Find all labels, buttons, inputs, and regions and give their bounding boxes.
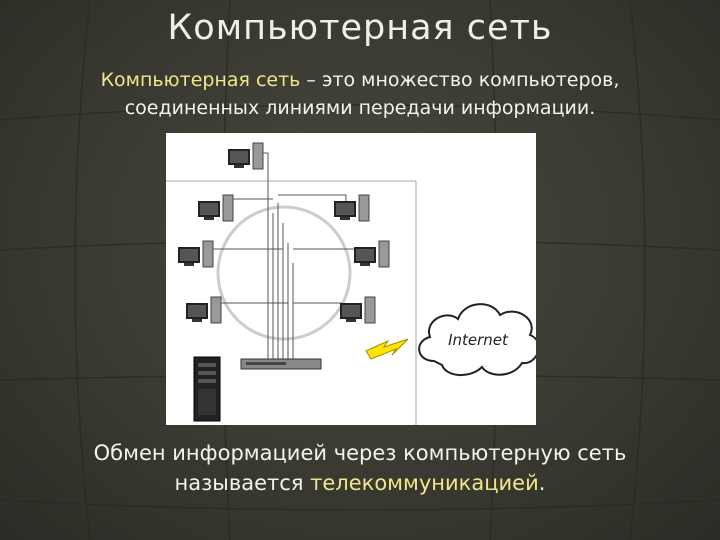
computer-icon (198, 194, 234, 222)
computer-icon (178, 240, 214, 268)
network-diagram-svg: Internet (166, 142, 540, 425)
definition-term: Компьютерная сеть (100, 69, 301, 91)
cloud-icon: Internet (418, 303, 540, 376)
definition-rest: – это множество компьютеров, (300, 69, 620, 91)
network-ring (216, 205, 352, 341)
page-title: Компьютерная сеть (167, 8, 553, 48)
computer-icon (354, 240, 390, 268)
footer-text: Обмен информацией через компьютерную сет… (20, 438, 700, 498)
definition-text: Компьютерная сеть – это множество компью… (20, 66, 700, 122)
cable-lines (205, 152, 367, 361)
computer-icons (178, 142, 390, 324)
computer-icon (186, 296, 222, 324)
computer-icon (334, 194, 370, 222)
footer-line1: Обмен информацией через компьютерную сет… (93, 441, 627, 465)
cloud-label: Internet (448, 331, 509, 349)
footer-prefix: называется (174, 471, 311, 495)
server-icon (193, 356, 221, 422)
computer-icon (340, 296, 376, 324)
definition-line2: соединенных линиями передачи информации. (124, 97, 596, 119)
computer-icon (228, 142, 264, 170)
switch-icon (240, 358, 322, 370)
footer-suffix: . (538, 471, 546, 495)
network-diagram: Internet (166, 133, 540, 425)
lightning-icon (365, 338, 409, 360)
footer-highlight: телекоммуникацией (310, 471, 539, 495)
